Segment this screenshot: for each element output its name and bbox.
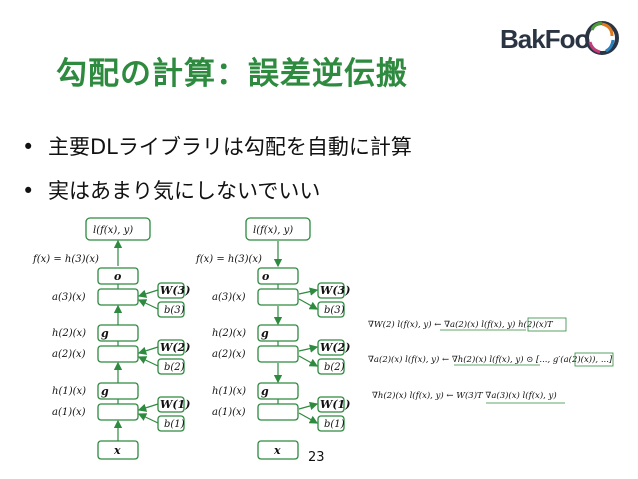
W2-label: W(2)	[320, 341, 350, 354]
loss-label: l(f(x), y)	[253, 225, 293, 236]
x-label: x	[113, 444, 121, 457]
b1-node	[157, 415, 185, 432]
a2-label: a(2)(x)	[52, 349, 86, 360]
a3-node	[257, 288, 299, 306]
x-label: x	[273, 444, 281, 457]
a2-node	[97, 345, 139, 363]
page-number: 23	[308, 450, 325, 465]
W1-label: W(1)	[320, 398, 350, 411]
logo: BakFoo	[500, 18, 620, 62]
h2-label: h(2)(x)	[52, 328, 86, 339]
g2-label: g	[261, 327, 269, 340]
f-definition: f(x) = h(3)(x)	[195, 254, 262, 265]
W3-label: W(3)	[160, 284, 190, 297]
bullet-text: 主要DLライブラリは勾配を自動に計算	[48, 135, 412, 159]
b1-label: b(1)	[324, 419, 345, 430]
b3-node	[157, 301, 185, 318]
forward-network: l(f(x), y) f(x) = h(3)(x) o a(3)(x) W(3)…	[32, 217, 190, 460]
a1-label: a(1)(x)	[212, 407, 246, 418]
o-label: o	[262, 270, 269, 283]
loss-node	[245, 217, 311, 241]
equation-1: ∇W(2) l(f(x), y) ← ∇a(2)(x) l(f(x), y) h…	[368, 319, 554, 330]
W1-label: W(1)	[160, 398, 190, 411]
g1-label: g	[101, 385, 109, 398]
backward-network: l(f(x), y) f(x) = h(3)(x) o a(3)(x) W(3)…	[195, 217, 350, 460]
a2-label: a(2)(x)	[212, 349, 246, 360]
bullet-dot: •	[22, 179, 35, 203]
fern-circle-icon	[585, 21, 619, 55]
b1-label: b(1)	[164, 419, 185, 430]
bullet-item: • 実はあまり気にしないでいい	[22, 174, 412, 218]
slide-title: 勾配の計算：誤差逆伝搬	[56, 56, 408, 92]
gradient-equations: ∇W(2) l(f(x), y) ← ∇a(2)(x) l(f(x), y) h…	[368, 317, 614, 404]
b2-label: b(2)	[324, 362, 345, 373]
a3-node	[97, 288, 139, 306]
W3-label: W(3)	[320, 284, 350, 297]
a1-label: a(1)(x)	[52, 407, 86, 418]
g2-label: g	[101, 327, 109, 340]
a1-node	[257, 403, 299, 421]
equation-3: ∇h(2)(x) l(f(x), y) ← W(3)T ∇a(3)(x) l(f…	[372, 390, 557, 401]
f-definition: f(x) = h(3)(x)	[32, 254, 99, 265]
g1-label: g	[261, 385, 269, 398]
a1-node	[97, 403, 139, 421]
bullet-text: 実はあまり気にしないでいい	[48, 179, 321, 203]
b3-label: b(3)	[164, 305, 185, 316]
a3-label: a(3)(x)	[212, 292, 246, 303]
b2-node	[157, 358, 185, 375]
b2-label: b(2)	[164, 362, 185, 373]
x-node	[257, 440, 299, 460]
h2-label: h(2)(x)	[212, 328, 246, 339]
a3-label: a(3)(x)	[52, 292, 86, 303]
x-node	[97, 440, 139, 460]
loss-node: l(f(x), y)	[85, 217, 151, 241]
b3-label: b(3)	[324, 305, 345, 316]
bullet-dot: •	[22, 135, 35, 159]
equation-2: ∇a(2)(x) l(f(x), y) ← ∇h(2)(x) l(f(x), y…	[368, 354, 613, 365]
h1-label: h(1)(x)	[212, 386, 246, 397]
a2-node	[257, 345, 299, 363]
h1-label: h(1)(x)	[52, 386, 86, 397]
bullet-item: • 主要DLライブラリは勾配を自動に計算	[22, 130, 412, 174]
o-label: o	[114, 270, 121, 283]
W2-label: W(2)	[160, 341, 190, 354]
loss-label: l(f(x), y)	[93, 225, 133, 236]
logo-text: BakFoo	[500, 24, 590, 54]
bullet-list: • 主要DLライブラリは勾配を自動に計算 • 実はあまり気にしないでいい	[22, 130, 412, 218]
